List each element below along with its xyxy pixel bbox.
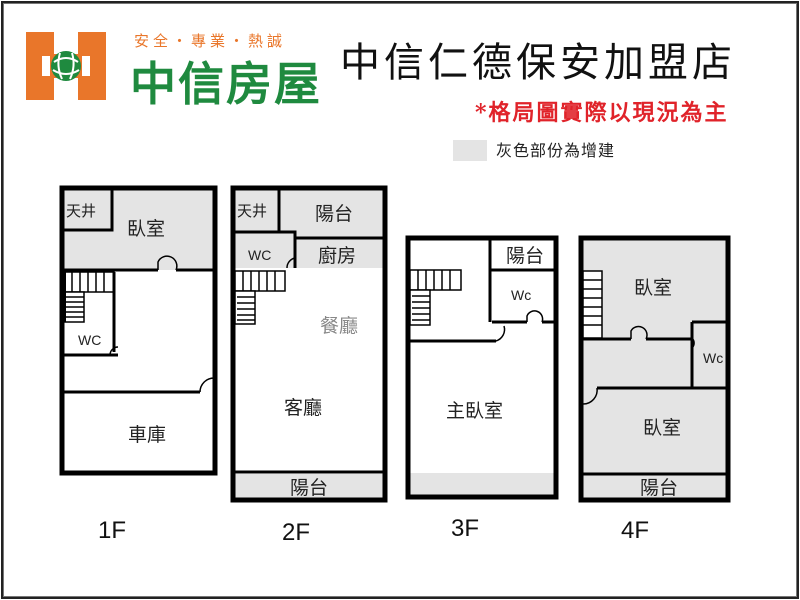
room-label-balcony: 陽台 xyxy=(640,477,678,499)
room-label-master-bedroom: 主臥室 xyxy=(446,400,503,422)
room-label-wc: Wc xyxy=(703,350,723,366)
room-label-wc: WC xyxy=(248,247,271,263)
floor-plan-1f: 天井 臥室 WC 車庫 xyxy=(59,185,218,476)
room-label-garage: 車庫 xyxy=(128,424,166,446)
room-label-wc: WC xyxy=(78,332,101,348)
globe-icon xyxy=(26,32,106,100)
brand-name: 中信房屋 xyxy=(130,57,322,111)
floor-plan-2f: 天井 陽台 WC 廚房 餐廳 客廳 陽台 xyxy=(230,185,388,503)
room-label-living: 客廳 xyxy=(284,397,322,419)
room-label-balcony: 陽台 xyxy=(506,245,544,267)
room-label-skylight: 天井 xyxy=(66,202,96,220)
floor-plan-4f: 臥室 Wc 臥室 陽台 xyxy=(578,235,731,503)
floor-label-2f: 2F xyxy=(282,519,310,546)
room-label-wc: Wc xyxy=(511,287,531,303)
floor-label-1f: 1F xyxy=(98,517,126,544)
stairs-icon xyxy=(409,269,462,326)
room-label-bedroom-rear: 臥室 xyxy=(634,277,672,299)
floor-label-4f: 4F xyxy=(621,517,649,544)
room-label-bedroom: 臥室 xyxy=(127,218,165,240)
legend-text: 灰色部份為增建 xyxy=(496,141,616,160)
floor-label-3f: 3F xyxy=(451,515,479,542)
room-label-balcony-front: 陽台 xyxy=(290,477,328,499)
floor-plan-3f: 陽台 Wc 主臥室 xyxy=(405,235,559,500)
legend-swatch xyxy=(453,140,487,161)
room-label-balcony-rear: 陽台 xyxy=(315,203,353,225)
room-label-dining: 餐廳 xyxy=(320,315,358,337)
slogan: 安全・專業・熱誠 xyxy=(134,32,287,50)
room-label-skylight: 天井 xyxy=(237,202,267,220)
store-title: 中信仁德保安加盟店 xyxy=(340,40,736,86)
stairs-icon xyxy=(582,270,603,339)
company-logo: 安全・專業・熱誠 中信房屋 xyxy=(22,28,332,126)
disclaimer-note: *格局圖實際以現況為主 xyxy=(475,100,729,126)
room-label-kitchen: 廚房 xyxy=(318,244,356,267)
room-label-bedroom-front: 臥室 xyxy=(643,417,681,439)
stairs-icon xyxy=(62,271,116,352)
stairs-icon xyxy=(234,270,286,325)
